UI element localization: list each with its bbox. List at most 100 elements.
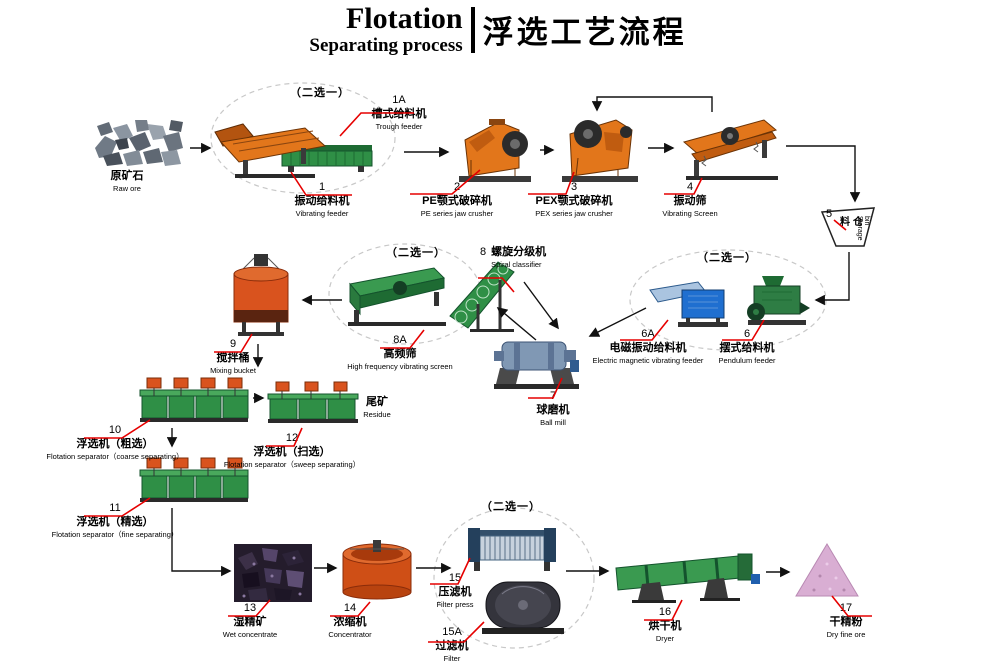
label-flotation-sweep: 12 浮选机（扫选） Flotation separator（sweep sep… xyxy=(217,432,367,469)
label-zh: 浓缩机 xyxy=(333,615,367,628)
label-en: Flotation separator（sweep separating） xyxy=(223,459,361,469)
label-pex-jaw-crusher: 3 PEX颚式破碎机 PEX series jaw crusher xyxy=(514,181,634,218)
pendulum-feeder-icon xyxy=(747,276,810,325)
label-en: Dry fine ore xyxy=(826,629,866,639)
wet-concentrate-image xyxy=(234,544,312,602)
filter-press-machine xyxy=(466,520,558,572)
ball-mill-icon xyxy=(494,341,579,389)
label-zh: 原矿石 xyxy=(110,170,144,182)
label-en: Dryer xyxy=(655,633,675,643)
raw-ore-image xyxy=(93,118,185,168)
ball-mill-machine xyxy=(494,330,579,390)
label-number: 3 xyxy=(570,181,578,193)
raw-ore-icon xyxy=(95,120,183,166)
label-number: 2 xyxy=(453,181,461,193)
label-flotation-coarse: 10 浮选机（粗选） Flotation separator（coarse se… xyxy=(30,424,200,461)
label-zh: 摆式给料机 xyxy=(719,341,775,354)
label-zh: 螺旋分级机 xyxy=(491,246,547,258)
label-en: Concentrator xyxy=(328,629,372,639)
label-zh: 过滤机 xyxy=(435,639,469,652)
wet-concentrate-icon xyxy=(234,544,312,602)
label-en: Filter press xyxy=(436,599,474,609)
label-zh: 搅拌桶 xyxy=(216,351,250,364)
title-en-main: Flotation xyxy=(345,2,463,35)
label-number: 6 xyxy=(743,328,751,340)
label-number: 10 xyxy=(108,424,122,436)
label-zh: 振动给料机 xyxy=(294,194,350,207)
label-filter: 15A 过滤机 Filter xyxy=(402,626,502,663)
label-zh: 浮选机（扫选） xyxy=(253,445,331,458)
label-zh: 浮选机（精选） xyxy=(76,515,154,528)
mixing-bucket-machine xyxy=(226,252,296,342)
label-number: 14 xyxy=(343,602,357,614)
label-number: 9 xyxy=(229,338,237,350)
vibrating-feeder-icon xyxy=(214,123,327,178)
label-number: 11 xyxy=(109,502,121,514)
label-zh: 槽式给料机 xyxy=(371,107,427,120)
label-spiral-classifier: 8 螺旋分级机 Spiral classifier xyxy=(480,246,546,269)
label-zh: 电磁振动给料机 xyxy=(609,341,687,354)
label-zh: 干精粉 xyxy=(829,615,863,628)
storage-bin: 5 料仓 Storage bin xyxy=(820,206,878,250)
label-en: Flotation separator（coarse separating） xyxy=(46,451,184,461)
filter-icon xyxy=(482,581,564,634)
label-zh: 烘干机 xyxy=(648,619,682,632)
em-vibrating-feeder-icon xyxy=(649,281,728,327)
label-en: Flotation separator（fine separating） xyxy=(51,529,179,539)
flotation-fine-icon xyxy=(139,457,249,502)
pex-jaw-crusher-icon xyxy=(562,119,638,182)
high-frequency-screen-machine xyxy=(344,262,452,328)
label-number: 5 xyxy=(826,208,833,220)
label-number: 15 xyxy=(448,572,462,584)
label-zh: 湿精矿 xyxy=(233,615,267,628)
label-en: Spiral classifier xyxy=(491,259,542,269)
filter-press-icon xyxy=(468,528,556,571)
spiral-classifier-icon xyxy=(449,261,515,332)
label-zh: 浮选机（粗选） xyxy=(76,437,154,450)
concentrator-machine xyxy=(340,534,414,604)
choose-note-filters: （二选一） xyxy=(481,501,541,513)
label-number: 1 xyxy=(318,181,326,193)
mixing-bucket-icon xyxy=(233,254,289,336)
flotation-sweep-machine xyxy=(266,376,360,426)
label-en: Trough feeder xyxy=(375,121,423,131)
vibrating-screen-machine xyxy=(678,112,783,182)
dry-fine-ore-image xyxy=(794,542,860,598)
vibrating-feeder-machine xyxy=(213,122,328,180)
label-zh: PEX颚式破碎机 xyxy=(535,194,613,207)
flotation-sweep-icon xyxy=(267,381,359,423)
label-mixing-bucket: 9 搅拌桶 Mixing bucket xyxy=(183,338,283,375)
label-raw-ore: 原矿石 Raw ore xyxy=(77,170,177,193)
flotation-coarse-icon xyxy=(139,377,249,422)
choose-note-feeders2: （二选一） xyxy=(697,252,757,264)
label-hf-screen: 8A 高频筛 High frequency vibrating screen xyxy=(330,334,470,371)
vibrating-screen-icon xyxy=(682,119,778,180)
label-en: PEX series jaw crusher xyxy=(535,208,613,218)
label-pendulum-feeder: 6 摆式给料机 Pendulum feeder xyxy=(687,328,807,365)
label-flotation-fine: 11 浮选机（精选） Flotation separator（fine sepa… xyxy=(30,502,200,539)
label-number: 17 xyxy=(839,602,853,614)
concentrator-icon xyxy=(342,540,412,600)
label-zh: 料仓 xyxy=(840,217,866,228)
label-filter-press: 15 压滤机 Filter press xyxy=(405,572,505,609)
label-number: 15A xyxy=(442,626,462,638)
label-number: 7 xyxy=(549,390,557,402)
storage-bin-icon xyxy=(820,207,875,247)
title-zh: 浮选工艺流程 xyxy=(482,15,687,50)
label-ball-mill: 7 球磨机 Ball mill xyxy=(513,390,593,427)
pe-jaw-crusher-icon xyxy=(459,119,531,182)
dryer-icon xyxy=(615,553,760,603)
label-number: 13 xyxy=(243,602,257,614)
label-wet-concentrate: 13 湿精矿 Wet concentrate xyxy=(190,602,310,639)
choose-note-feeders: （二选一） xyxy=(290,87,350,99)
flotation-coarse-machine xyxy=(138,370,250,426)
label-residue: 尾矿 Residue xyxy=(347,396,407,419)
pex-jaw-crusher-machine xyxy=(556,112,644,186)
title-english: Flotation Separating process xyxy=(309,2,463,56)
spiral-classifier-machine xyxy=(448,258,520,333)
title-en-sub: Separating process xyxy=(309,35,463,56)
label-dry-fine-ore: 17 干精粉 Dry fine ore xyxy=(796,602,896,639)
label-en: Vibrating Screen xyxy=(662,208,718,218)
label-en: Residue xyxy=(363,409,391,419)
